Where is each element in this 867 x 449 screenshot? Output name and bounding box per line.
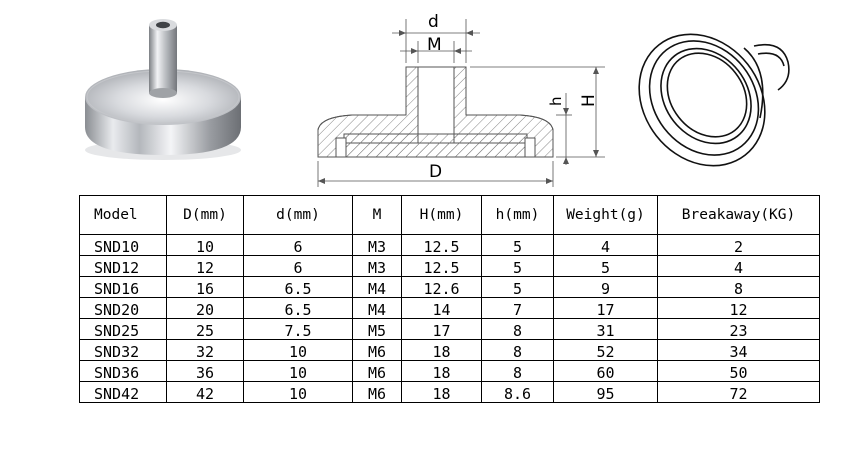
table-row: SND32 32 10 M6 18 8 52 34 (79, 339, 820, 361)
cell-D: 20 (166, 297, 244, 319)
cell-M: M5 (352, 318, 402, 340)
cell-M: M4 (352, 297, 402, 319)
cell-h: 7 (481, 297, 554, 319)
dim-label-d: d (428, 12, 439, 32)
table-header-row: Model D(mm) d(mm) M H(mm) h(mm) Weight(g… (79, 195, 820, 235)
cell-D: 42 (166, 381, 244, 403)
column-header-breakaway: Breakaway(KG) (657, 195, 820, 235)
cell-model: SND12 (79, 255, 167, 277)
dim-label-M: M (427, 35, 442, 55)
cell-breakaway: 2 (657, 234, 820, 256)
cell-weight: 9 (553, 276, 658, 298)
cell-d: 6.5 (243, 297, 353, 319)
cell-d: 10 (243, 381, 353, 403)
cross-section-drawing: d M h H D (317, 12, 605, 187)
cell-H: 12.5 (401, 255, 482, 277)
cell-h: 8 (481, 318, 554, 340)
cell-d: 10 (243, 360, 353, 382)
column-header-H: H(mm) (401, 195, 482, 235)
cell-H: 12.5 (401, 234, 482, 256)
column-header-h: h(mm) (481, 195, 554, 235)
cell-breakaway: 72 (657, 381, 820, 403)
cell-weight: 95 (553, 381, 658, 403)
cell-D: 32 (166, 339, 244, 361)
cell-D: 10 (166, 234, 244, 256)
cell-d: 10 (243, 339, 353, 361)
cell-weight: 5 (553, 255, 658, 277)
cell-model: SND10 (79, 234, 167, 256)
cell-H: 18 (401, 339, 482, 361)
cell-d: 6 (243, 255, 353, 277)
magnet-line-drawing (638, 33, 790, 167)
cell-weight: 31 (553, 318, 658, 340)
cell-H: 18 (401, 381, 482, 403)
cell-M: M6 (352, 339, 402, 361)
cell-H: 17 (401, 318, 482, 340)
cell-breakaway: 23 (657, 318, 820, 340)
cell-M: M4 (352, 276, 402, 298)
cell-model: SND20 (79, 297, 167, 319)
cell-breakaway: 34 (657, 339, 820, 361)
cell-H: 18 (401, 360, 482, 382)
cell-h: 8.6 (481, 381, 554, 403)
table-row: SND20 20 6.5 M4 14 7 17 12 (79, 297, 820, 319)
column-header-model: Model (79, 195, 167, 235)
product-photo (85, 19, 241, 160)
column-header-D: D(mm) (166, 195, 244, 235)
cell-h: 5 (481, 234, 554, 256)
column-header-M: M (352, 195, 402, 235)
cell-D: 25 (166, 318, 244, 340)
table-row: SND10 10 6 M3 12.5 5 4 2 (79, 234, 820, 256)
cell-model: SND25 (79, 318, 167, 340)
table-row: SND42 42 10 M6 18 8.6 95 72 (79, 381, 820, 403)
table-row: SND36 36 10 M6 18 8 60 50 (79, 360, 820, 382)
table-row: SND16 16 6.5 M4 12.6 5 9 8 (79, 276, 820, 298)
cell-M: M6 (352, 360, 402, 382)
cell-M: M3 (352, 255, 402, 277)
cell-H: 14 (401, 297, 482, 319)
cell-H: 12.6 (401, 276, 482, 298)
cell-h: 8 (481, 360, 554, 382)
dim-label-h: h (547, 96, 565, 106)
cell-D: 36 (166, 360, 244, 382)
cell-weight: 60 (553, 360, 658, 382)
cell-d: 7.5 (243, 318, 353, 340)
cell-weight: 4 (553, 234, 658, 256)
dim-label-H: H (579, 94, 599, 107)
cell-M: M3 (352, 234, 402, 256)
cell-h: 5 (481, 276, 554, 298)
cell-breakaway: 8 (657, 276, 820, 298)
column-header-d: d(mm) (243, 195, 353, 235)
column-header-weight: Weight(g) (553, 195, 658, 235)
cell-d: 6 (243, 234, 353, 256)
cell-h: 5 (481, 255, 554, 277)
cell-model: SND32 (79, 339, 167, 361)
cell-D: 16 (166, 276, 244, 298)
cell-model: SND36 (79, 360, 167, 382)
cell-breakaway: 12 (657, 297, 820, 319)
cell-h: 8 (481, 339, 554, 361)
table-row: SND12 12 6 M3 12.5 5 5 4 (79, 255, 820, 277)
cell-weight: 17 (553, 297, 658, 319)
cell-D: 12 (166, 255, 244, 277)
cell-M: M6 (352, 381, 402, 403)
cell-model: SND42 (79, 381, 167, 403)
dim-label-D: D (429, 162, 442, 182)
cell-weight: 52 (553, 339, 658, 361)
cell-model: SND16 (79, 276, 167, 298)
spec-table: Model D(mm) d(mm) M H(mm) h(mm) Weight(g… (79, 195, 820, 403)
cell-breakaway: 50 (657, 360, 820, 382)
cell-breakaway: 4 (657, 255, 820, 277)
cell-d: 6.5 (243, 276, 353, 298)
table-row: SND25 25 7.5 M5 17 8 31 23 (79, 318, 820, 340)
